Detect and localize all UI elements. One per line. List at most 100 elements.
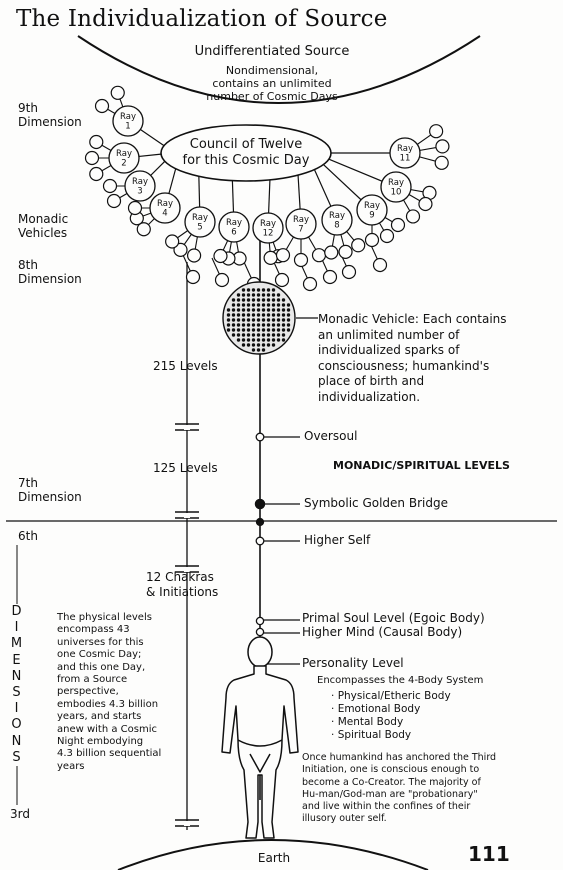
ray-label: 9 <box>369 211 374 221</box>
ray-circle <box>389 137 421 169</box>
ray-label: Ray <box>388 178 404 188</box>
body-list-item: Spiritual Body <box>331 729 451 742</box>
third-initiation-text: Once humankind has anchored the Third In… <box>302 752 497 825</box>
body-list-item: Emotional Body <box>331 703 451 716</box>
earth-arc <box>117 839 429 870</box>
higher-mind-label: Higher Mind (Causal Body) <box>302 625 463 639</box>
monadic-vehicle-circle <box>418 196 433 212</box>
ray-circle <box>112 105 144 137</box>
cord-nodes <box>254 432 266 637</box>
monadic-vehicle-circle <box>84 150 100 166</box>
monadic-vehicle-circle <box>372 257 388 273</box>
ray-circle <box>356 194 388 226</box>
body-list-item: Mental Body <box>331 716 451 729</box>
dimensions-letter: I <box>7 620 27 637</box>
ray-label: 5 <box>197 223 202 233</box>
monadic-vehicle-circle <box>213 248 228 264</box>
monadic-vehicle-circle <box>390 217 406 233</box>
monadic-vehicle-circle <box>173 242 188 257</box>
page-number: 111 <box>468 842 510 866</box>
ray-label: Ray <box>120 112 136 122</box>
dimension-9-label: 9th Dimension <box>18 101 82 129</box>
monadic-vehicle-circle <box>214 272 230 288</box>
levels-215-label: 215 Levels <box>153 359 218 373</box>
ray-label: 3 <box>137 187 142 197</box>
council-label: Council of Twelve for this Cosmic Day <box>182 137 310 168</box>
monadic-vehicle-circle <box>110 85 125 100</box>
monadic-vehicle-circle <box>293 252 309 268</box>
ray-circle <box>124 170 156 202</box>
levels-125-label: 125 Levels <box>153 461 218 475</box>
monadic-vehicle-circle <box>322 269 338 285</box>
dimensions-letter: S <box>7 749 27 767</box>
monadic-vehicle-circle <box>405 209 421 224</box>
ray-circle <box>218 211 250 243</box>
human-figure <box>221 636 299 839</box>
ray-label: Ray <box>226 218 242 228</box>
label-leaders <box>262 317 318 665</box>
dimensions-letter: E <box>7 652 27 669</box>
oversoul-label: Oversoul <box>304 429 358 443</box>
ray-label: Ray <box>397 144 413 154</box>
ray-label: 10 <box>391 188 402 198</box>
monadic-vehicle-circle <box>165 234 180 249</box>
dimension-6-label: 6th <box>18 529 38 543</box>
dimension-3-label: 3rd <box>10 807 30 821</box>
monadic-vehicle-circle <box>324 245 339 260</box>
ray-label: 1 <box>125 122 130 132</box>
ray-label: Ray <box>157 199 173 209</box>
dimensions-letter: D <box>7 604 27 621</box>
physical-levels-text: The physical levels encompass 43 univers… <box>57 612 162 772</box>
monadic-vehicle-circle <box>127 200 143 216</box>
page-title: The Individualization of Source <box>16 6 388 32</box>
monadic-vehicle-circle <box>429 124 444 139</box>
monadic-vehicle-circle <box>263 250 278 265</box>
monadic-vehicle-circle <box>302 276 318 292</box>
golden-bridge-node <box>254 498 266 510</box>
higher-self-node <box>255 536 265 546</box>
ray-label: 8 <box>334 221 339 231</box>
monadic-vehicle-sphere <box>222 281 296 355</box>
ray-label: Ray <box>132 177 148 187</box>
monadic-vehicle-circle <box>341 264 357 280</box>
monadic-vehicle-circle <box>89 134 104 150</box>
monadic-vehicle-circle <box>274 272 290 288</box>
monadic-vehicles-label: Monadic Vehicles <box>18 212 69 240</box>
ray-label: 2 <box>121 159 126 169</box>
ray-label: Ray <box>364 201 380 211</box>
higher-mind-node <box>255 627 265 637</box>
ray-circle <box>380 171 412 203</box>
ray-circle <box>321 204 353 236</box>
monadic-vehicle-circle <box>435 139 450 154</box>
monadic-vehicle-circle <box>106 193 122 209</box>
monadic-vehicle-circle <box>364 232 380 248</box>
monadic-vehicle-circle <box>379 228 395 244</box>
monadic-vehicle-circle <box>94 98 110 114</box>
ray-circle <box>184 206 216 238</box>
monadic-vehicle-circle <box>136 222 151 237</box>
monadic-vehicle-circle <box>186 248 202 263</box>
monadic-vehicle-circle <box>311 248 327 263</box>
monadic-vehicle-circle <box>102 178 118 194</box>
ray-circle <box>285 208 317 240</box>
ray-circle <box>108 142 140 174</box>
ray-label: Ray <box>116 149 132 159</box>
body-list: Physical/Etheric Body Emotional Body Men… <box>331 690 451 742</box>
monadic-vehicle-circle <box>185 269 201 285</box>
primal-soul-node <box>255 616 265 626</box>
dimensions-letter: O <box>7 717 27 734</box>
source-arc <box>77 35 481 104</box>
ray-label: 12 <box>263 229 274 239</box>
dimension-8-label: 8th Dimension <box>18 258 82 286</box>
dimensions-letter: S <box>7 685 27 702</box>
dimensions-letter: I <box>7 701 27 718</box>
monadic-vehicle-circle <box>351 238 366 253</box>
ray-label: Ray <box>192 213 208 223</box>
dimensions-letter: M <box>7 636 27 653</box>
earth-label: Earth <box>257 851 291 865</box>
oversoul-node <box>255 432 265 442</box>
monadic-spiritual-levels-label: MONADIC/SPIRITUAL LEVELS <box>333 459 510 472</box>
source-label: Undifferentiated Source <box>194 44 350 59</box>
